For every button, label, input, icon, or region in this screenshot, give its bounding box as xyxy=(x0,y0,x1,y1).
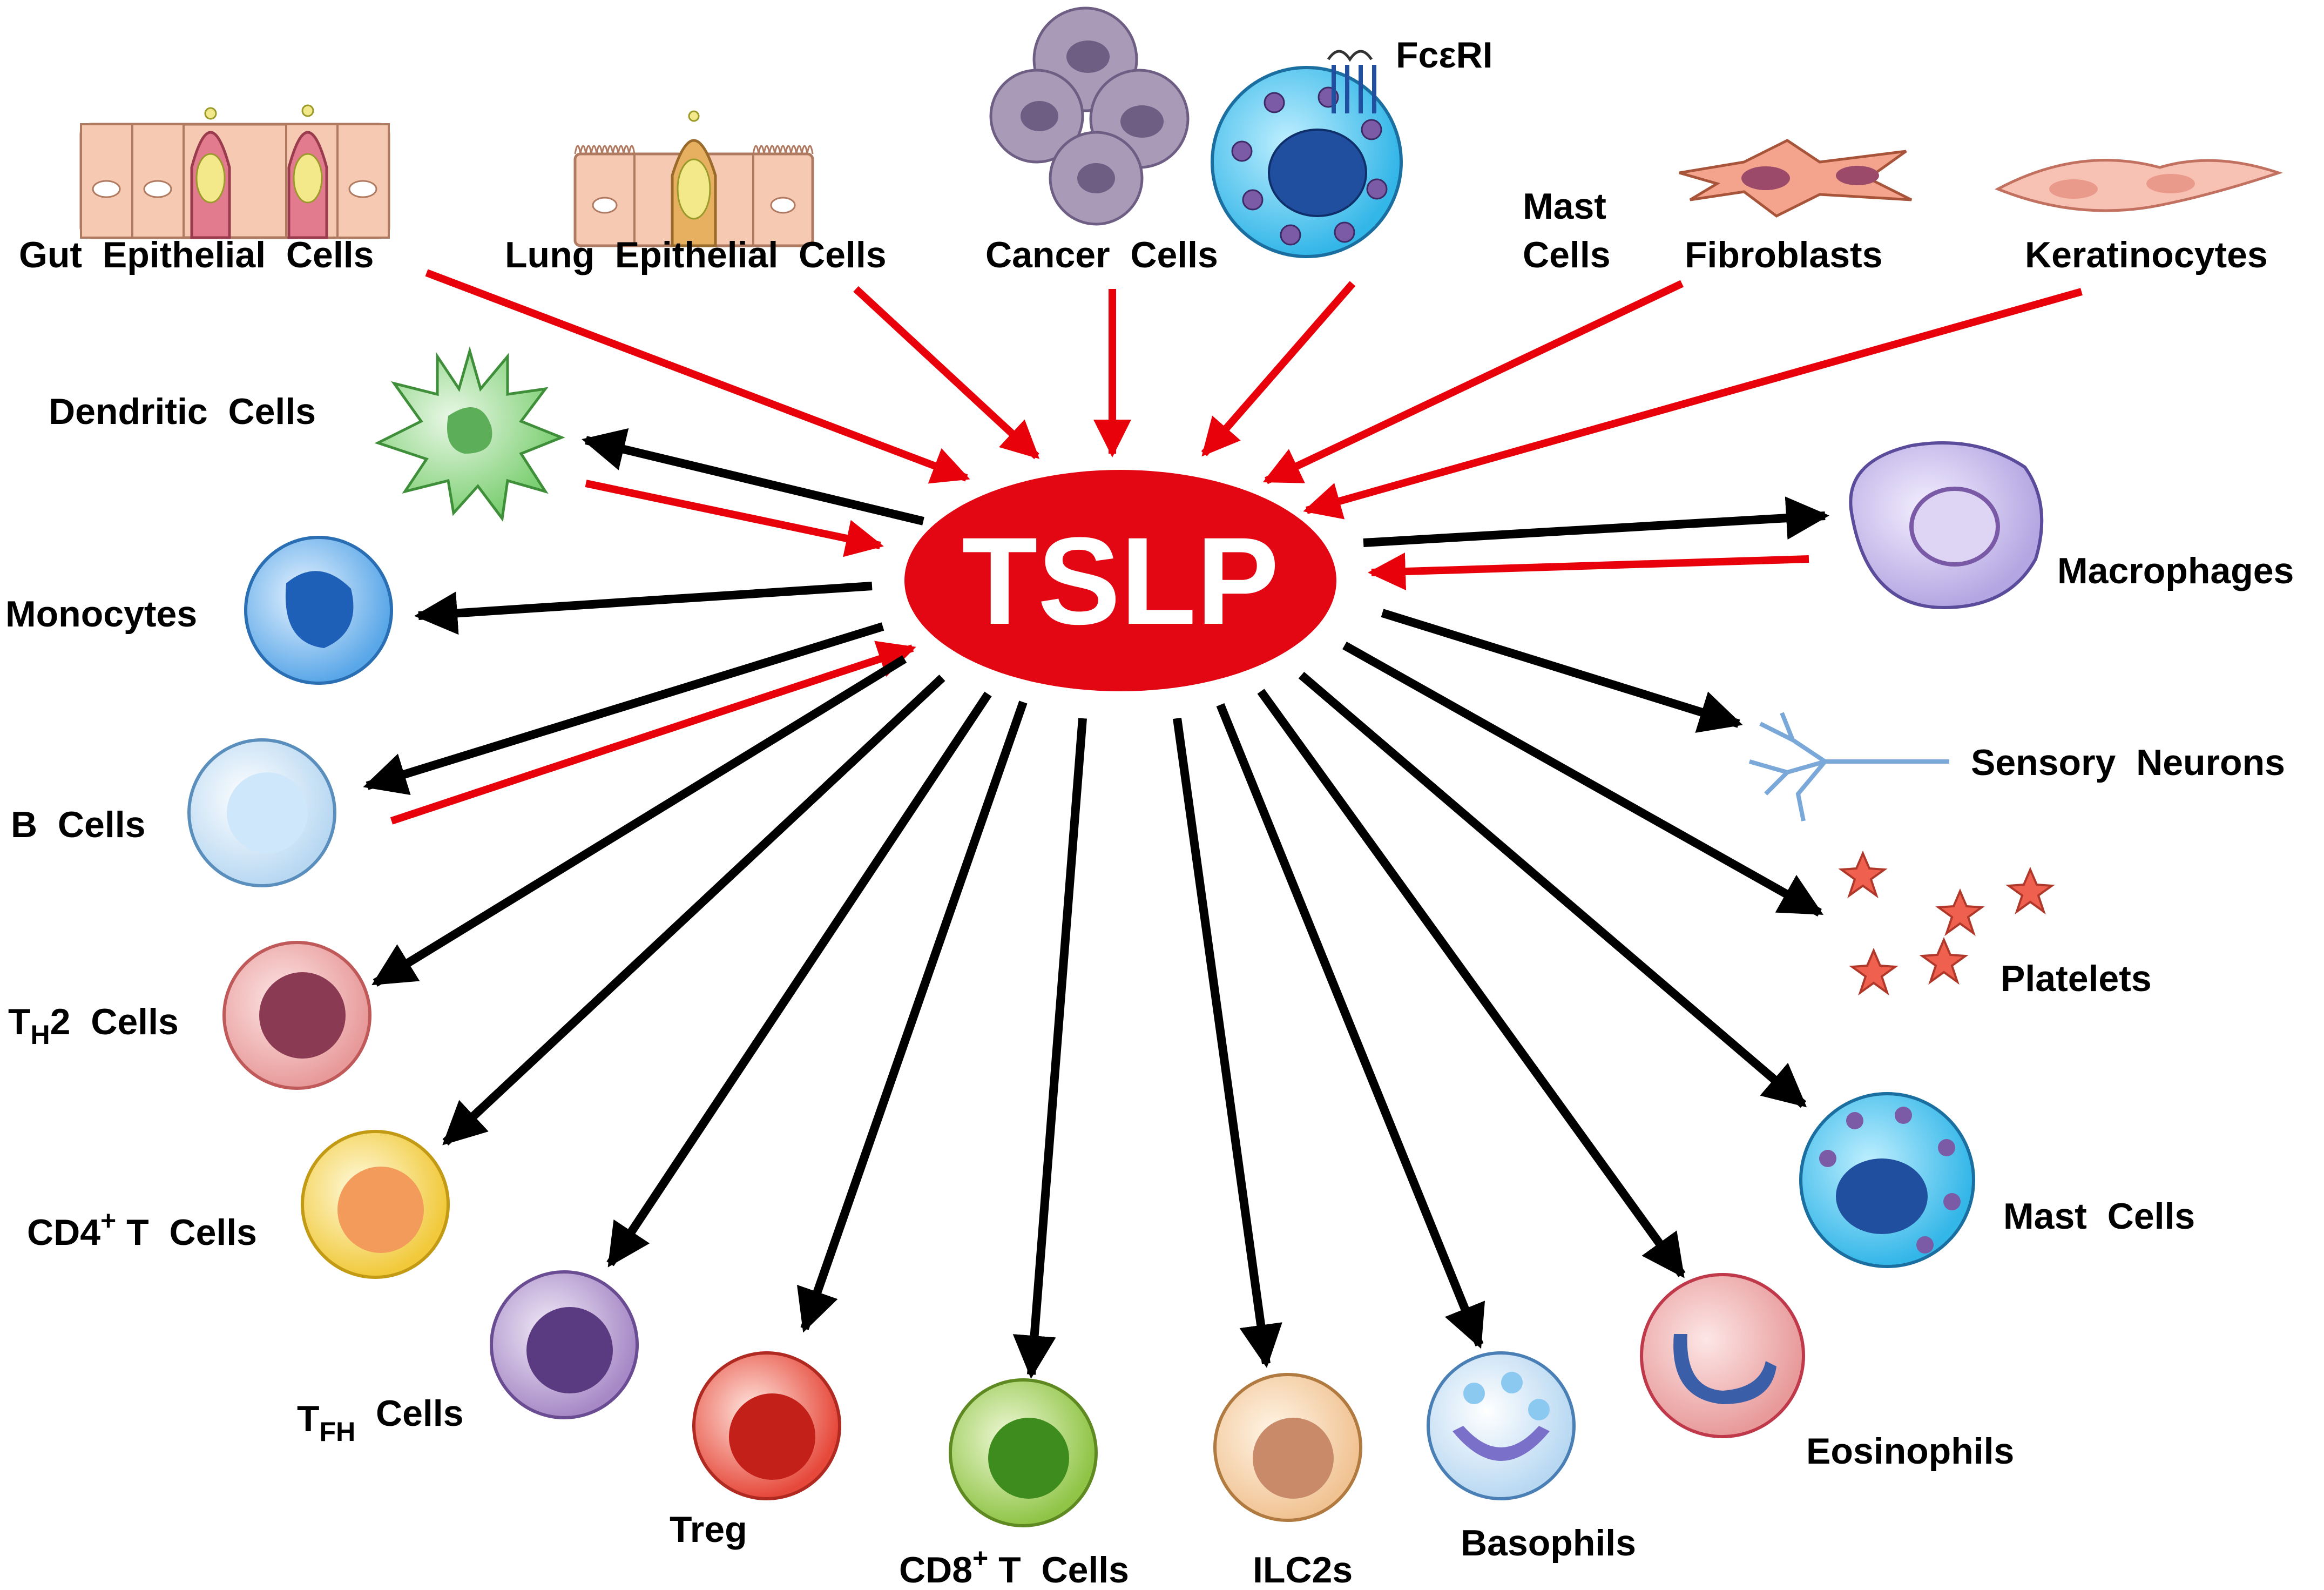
gut-epithelium-icon xyxy=(79,104,390,239)
label-cancer-cells: Cancer Cells xyxy=(985,234,1218,275)
arrow-tslp-to-cd8 xyxy=(1012,718,1087,1379)
arrows xyxy=(363,269,2083,1379)
labels: Gut Epithelial Cells Lung Epithelial Cel… xyxy=(5,35,2294,1590)
arrow-mast-to-tslp xyxy=(1201,281,1356,457)
label-gut-epithelial: Gut Epithelial Cells xyxy=(19,234,374,275)
cd4-cell-icon xyxy=(301,1130,450,1279)
lung-epithelium-icon xyxy=(573,110,814,247)
arrow-tslp-to-basophils xyxy=(1216,703,1485,1349)
arrow-tslp-to-bcells xyxy=(363,622,884,795)
arrow-tslp-to-ilc2s xyxy=(1173,717,1282,1368)
label-mast-top-1: Mast xyxy=(1523,186,1606,227)
arrow-tslp-to-neurons xyxy=(1381,609,1743,733)
keratinocytes-icon xyxy=(1995,159,2283,212)
arrow-tslp-to-treg xyxy=(796,700,1028,1333)
label-ilc2s: ILC2s xyxy=(1253,1549,1353,1590)
label-treg: Treg xyxy=(670,1509,747,1550)
label-monocytes: Monocytes xyxy=(5,594,197,635)
tfh-cell-icon xyxy=(490,1270,639,1419)
label-sensory-neurons: Sensory Neurons xyxy=(1971,742,2285,783)
mast-cell-target-icon xyxy=(1799,1092,1975,1268)
arrow-tslp-to-tfh xyxy=(606,691,992,1268)
arrow-tslp-to-macrophages xyxy=(1363,496,1829,547)
label-mast-top-2: Cells xyxy=(1523,234,1611,275)
label-platelets: Platelets xyxy=(2001,958,2152,999)
arrow-tslp-to-cd4 xyxy=(442,675,945,1146)
monocyte-icon xyxy=(244,536,393,685)
tslp-label: TSLP xyxy=(962,511,1279,650)
basophil-icon xyxy=(1427,1351,1576,1500)
label-macrophages: Macrophages xyxy=(2057,550,2294,591)
arrow-tslp-to-platelets xyxy=(1342,642,1823,917)
label-b-cells: B Cells xyxy=(11,804,145,845)
arrow-tslp-to-th2 xyxy=(371,655,907,987)
label-tfh: TFH Cells xyxy=(297,1393,464,1447)
label-basophils: Basophils xyxy=(1461,1522,1636,1564)
fceri-receptor-icon xyxy=(1327,50,1376,113)
label-th2: TH2 Cells xyxy=(8,1001,179,1050)
arrow-keratinocytes-to-tslp xyxy=(1303,288,2083,520)
arrow-gut-to-tslp xyxy=(425,269,970,484)
th2-cell-icon xyxy=(222,941,371,1090)
cancer-cells-icon xyxy=(989,6,1190,226)
treg-cell-icon xyxy=(692,1351,841,1500)
arrow-fibroblasts-to-tslp xyxy=(1262,280,1684,484)
arrow-tslp-to-eosinophils xyxy=(1257,689,1686,1278)
label-keratinocytes: Keratinocytes xyxy=(2025,234,2268,275)
label-mast-cells: Mast Cells xyxy=(2003,1196,2195,1237)
tslp-node: TSLP xyxy=(904,470,1336,691)
label-cd4: CD4+ T Cells xyxy=(27,1205,257,1253)
label-fceri: FcεRI xyxy=(1396,35,1493,76)
label-dendritic: Dendritic Cells xyxy=(49,391,316,432)
ilc2-cell-icon xyxy=(1213,1373,1362,1522)
arrow-bcells-to-tslp xyxy=(390,641,916,825)
label-lung-epithelial: Lung Epithelial Cells xyxy=(505,234,887,275)
arrow-dendritic-to-tslp xyxy=(585,480,884,557)
sensory-neuron-icon xyxy=(1748,712,1949,821)
platelets-icon xyxy=(1838,850,2055,996)
b-cell-icon xyxy=(187,738,336,887)
dendritic-cell-icon xyxy=(374,346,565,522)
label-fibroblasts: Fibroblasts xyxy=(1685,234,1883,275)
label-eosinophils: Eosinophils xyxy=(1806,1431,2014,1472)
arrow-tslp-to-dendritic xyxy=(582,428,924,525)
cd8-cell-icon xyxy=(949,1378,1098,1527)
arrow-tslp-to-monocytes xyxy=(414,582,873,635)
fibroblasts-icon xyxy=(1679,139,1913,218)
arrow-lung-to-tslp xyxy=(853,286,1040,460)
label-cd8: CD8+ T Cells xyxy=(899,1543,1129,1590)
macrophage-icon xyxy=(1849,441,2044,610)
arrow-tslp-to-mast xyxy=(1298,671,1807,1108)
eosinophil-icon xyxy=(1640,1273,1805,1438)
arrow-macrophages-to-tslp xyxy=(1368,553,1809,591)
